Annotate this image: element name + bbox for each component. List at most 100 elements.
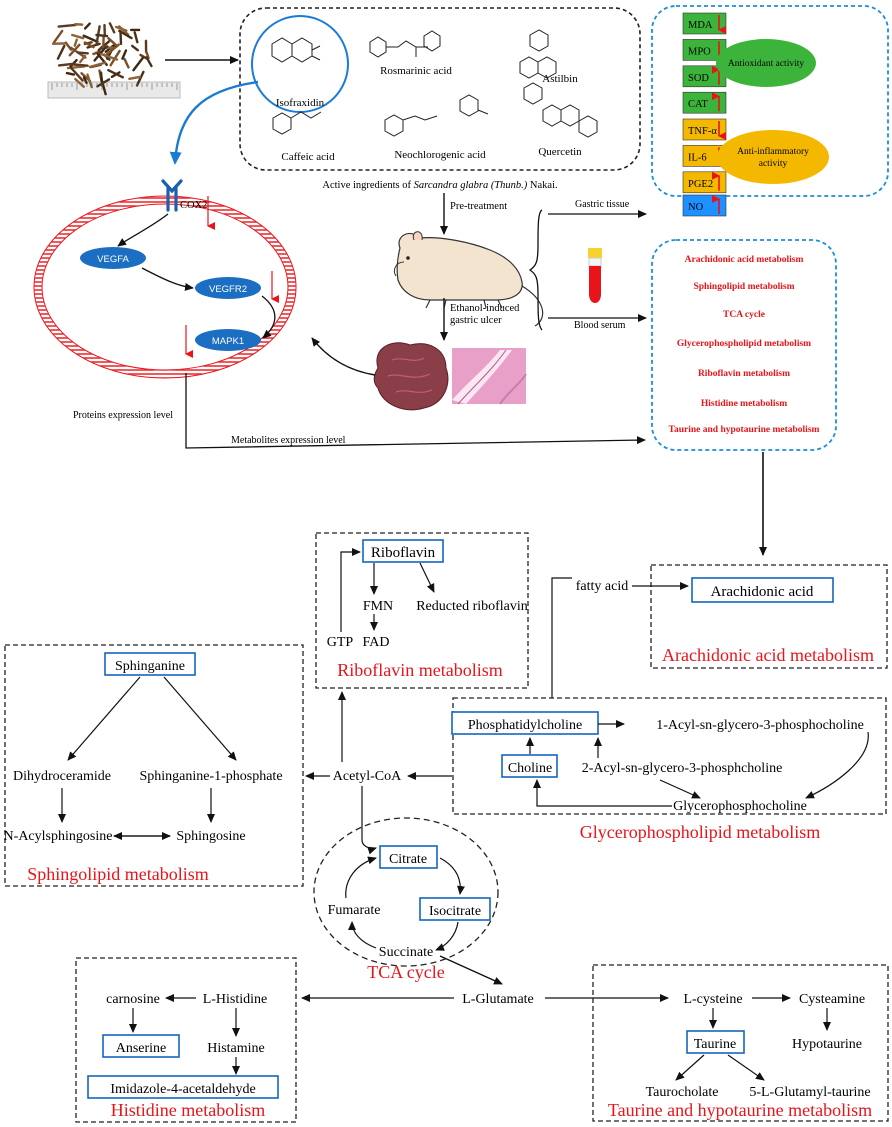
protein-vegfr2 xyxy=(195,277,261,299)
taurine-node: Taurine xyxy=(694,1037,737,1052)
herb-strand xyxy=(132,56,145,72)
riboflavin-title: Riboflavin metabolism xyxy=(337,660,502,680)
blood-serum-label: Blood serum xyxy=(574,320,626,331)
indicator-label: TNF-α xyxy=(688,126,717,137)
stomach-to-cell-arrow xyxy=(311,337,376,376)
sphinganine-to-s1p xyxy=(163,676,237,761)
glycerophosphocholine-node: Glycerophosphocholine xyxy=(673,799,807,814)
herb-strand xyxy=(82,76,88,85)
citrate-node: Citrate xyxy=(389,852,427,867)
succinate-to-glutamate xyxy=(439,955,503,985)
indicator-tag xyxy=(682,118,727,141)
herb-strand xyxy=(96,78,111,88)
pathway-list-item: TCA cycle xyxy=(723,310,765,320)
herb-strand xyxy=(73,38,78,47)
carnosine-node: carnosine xyxy=(106,992,160,1007)
sphinganine-to-dihydroceramide xyxy=(67,676,141,761)
herb-strand xyxy=(52,29,64,44)
fumarate-to-citrate xyxy=(345,856,377,899)
herb-strand xyxy=(83,22,91,30)
succinate-to-fumarate xyxy=(348,921,377,949)
glycerophospholipid-title: Glycerophospholipid metabolism xyxy=(580,822,820,842)
herb-strand xyxy=(70,66,84,82)
indicator-label: MDA xyxy=(688,20,713,31)
herb-strand xyxy=(119,29,123,46)
antioxidant-ellipse xyxy=(716,39,816,87)
compound-quercetin: Quercetin xyxy=(538,146,582,158)
active-ingredients-caption: Active ingredients of Sarcandra glabra (… xyxy=(322,180,557,191)
indicator-label: NO xyxy=(688,202,704,213)
pathway-list-item: Riboflavin metabolism xyxy=(698,369,790,379)
pretreatment-label: Pre-treatment xyxy=(450,201,507,212)
herb-strand xyxy=(70,63,89,67)
indicators-panel xyxy=(651,5,889,197)
dihydroceramide-node: Dihydroceramide xyxy=(13,769,111,784)
herb-strand xyxy=(68,43,81,57)
herb-strand xyxy=(86,42,101,49)
glycerophospholipid-box xyxy=(452,697,887,815)
histamine-node: Histamine xyxy=(207,1041,265,1056)
cysteamine-node: Cysteamine xyxy=(799,992,865,1007)
stomach-image xyxy=(373,342,449,411)
indicator-label: CAT xyxy=(688,99,708,110)
cox2-receptor-icon xyxy=(161,179,183,212)
acyl1-to-gpc xyxy=(805,731,869,799)
gtp-node: GTP xyxy=(327,635,354,650)
brace xyxy=(528,209,543,331)
herb-strand xyxy=(64,41,73,51)
metabolites-level-arrow xyxy=(185,373,646,449)
anti-inflammatory-label-2: activity xyxy=(759,159,788,169)
citrate-node-box xyxy=(379,845,438,869)
tca-cycle-ring xyxy=(313,817,499,967)
metabolites-level-label: Metabolites expression level xyxy=(231,435,346,446)
imidazole-node: Imidazole-4-acetaldehyde xyxy=(110,1082,255,1097)
pathways-panel xyxy=(651,239,837,451)
taurine-to-taurocholate xyxy=(675,1054,705,1081)
pc-node-box xyxy=(451,711,599,735)
pathway-list-item: Glycerophospholipid metabolism xyxy=(677,339,811,349)
histology-image xyxy=(452,348,527,405)
imidazole-node-box xyxy=(87,1075,279,1099)
gastric-tissue-label: Gastric tissue xyxy=(575,199,630,210)
herb-strand xyxy=(108,22,116,34)
glycero-to-fatty-acid xyxy=(551,577,572,698)
taurine-title: Taurine and hypotaurine metabolism xyxy=(608,1100,872,1120)
herb-photo xyxy=(47,22,181,99)
acyl1-node: 1-Acyl-sn-glycero-3-phosphocholine xyxy=(656,718,864,733)
herb-strand xyxy=(57,23,78,28)
succinate-node: Succinate xyxy=(379,945,433,960)
herb-strand xyxy=(71,33,85,40)
citrate-to-isocitrate xyxy=(439,857,465,895)
riboflavin-node-box xyxy=(362,539,444,563)
protein-mapk1 xyxy=(195,329,261,351)
vegfr2-to-mapk1-arrow xyxy=(261,295,276,339)
anserine-node-box xyxy=(102,1034,180,1058)
herb-strand xyxy=(74,77,85,88)
taurine-to-glutamyl xyxy=(727,1054,765,1081)
arachidonic-title: Arachidonic acid metabolism xyxy=(662,645,874,665)
isocitrate-to-succinate xyxy=(435,921,459,951)
anserine-node: Anserine xyxy=(116,1041,167,1056)
herb-strand xyxy=(145,56,153,68)
cox2-label: COX2 xyxy=(180,200,207,211)
vegfa-to-vegfr2-arrow xyxy=(141,267,194,291)
pathway-list-item: Arachidonic acid metabolism xyxy=(685,255,804,265)
cell-membrane xyxy=(34,196,296,378)
taurine-box xyxy=(592,964,889,1122)
sphingosine-node: Sphingosine xyxy=(176,829,245,844)
tca-title: TCA cycle xyxy=(367,962,444,982)
herb-strand xyxy=(76,51,89,55)
l-histidine-node: L-Histidine xyxy=(203,992,268,1007)
mapk1-label: MAPK1 xyxy=(212,336,244,347)
herb-strand xyxy=(118,29,133,40)
herb-strand xyxy=(57,62,74,67)
isofraxidin-to-cox2-arrow xyxy=(169,80,259,165)
riboflavin-to-reducted xyxy=(419,562,435,593)
herb-strand xyxy=(128,75,142,80)
hypotaurine-node: Hypotaurine xyxy=(792,1037,862,1052)
herb-strand xyxy=(82,34,99,43)
pathway-list-item: Taurine and hypotaurine metabolism xyxy=(669,425,820,435)
cell-membrane-inner xyxy=(41,203,289,371)
herb-strand xyxy=(99,52,119,61)
